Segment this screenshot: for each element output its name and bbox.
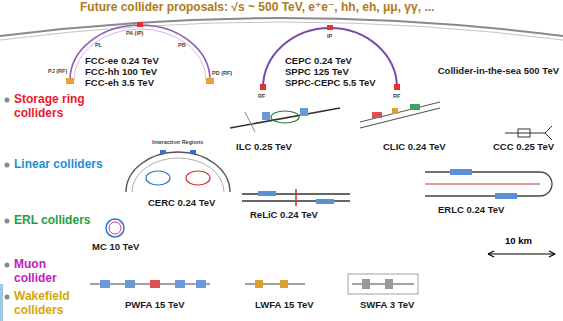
point-label: RF <box>393 93 400 99</box>
point-label: IP <box>327 33 332 39</box>
point-label: PJ (RF) <box>48 68 67 74</box>
point-label: PB <box>178 42 186 48</box>
scale-bar <box>488 251 555 257</box>
collider-label: SPPC 125 TeV <box>285 67 349 78</box>
clic-layout <box>360 102 440 128</box>
ccc-layout <box>505 126 552 140</box>
collider-label: ReLiC 0.24 TeV <box>250 210 318 221</box>
category-label: Muon collider <box>14 258 69 286</box>
collider-label: FCC-hh 100 TeV <box>85 67 157 78</box>
category-label: Linear colliders <box>14 158 103 172</box>
collider-label: CLIC 0.24 TeV <box>383 142 446 153</box>
point-label: PD (RF) <box>212 70 232 76</box>
collider-label: ILC 0.25 TeV <box>236 142 292 153</box>
collider-label: SWFA 3 TeV <box>360 300 414 311</box>
collider-label: MC 10 TeV <box>92 242 139 253</box>
collider-label: CEPC 0.24 TeV <box>285 56 352 67</box>
pwfa-layout <box>90 280 210 288</box>
cepc-ring <box>260 25 400 90</box>
lwfa-layout <box>245 280 305 288</box>
cerc-layout <box>126 150 230 192</box>
ilc-layout <box>230 108 340 132</box>
point-label: RF <box>258 93 265 99</box>
swfa-layout <box>348 274 418 294</box>
erlc-layout <box>425 169 552 199</box>
side-bar <box>0 284 3 321</box>
muon-ring <box>106 219 124 237</box>
sky-arc <box>0 22 563 40</box>
collider-label: LWFA 15 TeV <box>255 300 314 311</box>
sky-arc <box>0 18 563 36</box>
collider-label: Collider-in-the-sea 500 TeV <box>438 66 559 77</box>
collider-label: SPPC-CEPC 5.5 TeV <box>285 78 376 89</box>
collider-label: CERC 0.24 TeV <box>148 198 215 209</box>
collider-label: PWFA 15 TeV <box>125 300 185 311</box>
page-title: Future collider proposals: √s ~ 500 TeV,… <box>80 1 434 15</box>
scale-label: 10 km <box>505 236 532 247</box>
point-label: PA (IP) <box>126 30 143 36</box>
point-label: Interaction Regions <box>152 139 203 145</box>
bullets <box>5 98 10 300</box>
relic-layout <box>242 189 350 206</box>
category-label: Wakefield colliders <box>14 290 84 318</box>
collider-label: CCC 0.25 TeV <box>493 142 554 153</box>
fcc-ring <box>66 22 214 84</box>
collider-label: FCC-ee 0.24 TeV <box>85 56 159 67</box>
collider-label: FCC-eh 3.5 TeV <box>85 78 154 89</box>
collider-label: ERLC 0.24 TeV <box>438 205 504 216</box>
point-label: PL <box>95 42 102 48</box>
category-label: ERL colliders <box>14 214 90 228</box>
category-label: Storage ring colliders <box>14 93 96 121</box>
